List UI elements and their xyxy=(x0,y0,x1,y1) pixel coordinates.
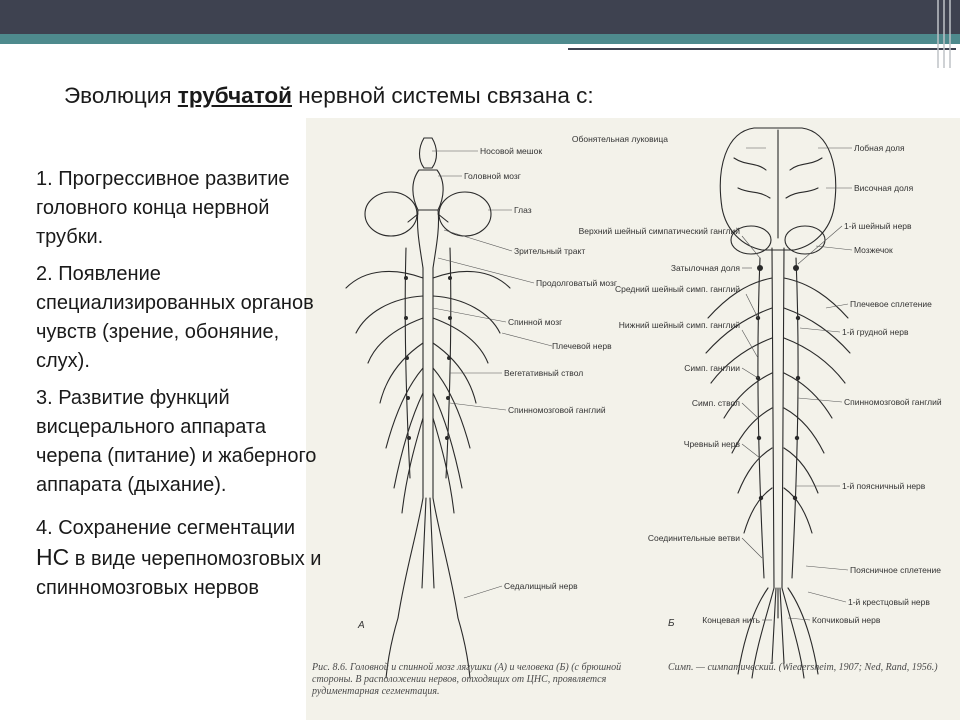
figure-a-letter: А xyxy=(357,620,365,631)
label-cerebellum: Мозжечок xyxy=(854,245,893,255)
label-first-cervical-nerve: 1-й шейный нерв xyxy=(844,221,912,231)
list-item-4-start: 4. Сохранение сегментации xyxy=(36,517,296,539)
label-medulla: Продолговатый мозг xyxy=(536,278,617,288)
label-brain: Головной мозг xyxy=(464,171,521,181)
label-spinal-ganglion: Спинномозговой ганглий xyxy=(508,405,606,415)
label-vegetative-trunk: Вегетативный ствол xyxy=(504,368,583,378)
title-emphasis: трубчатой xyxy=(177,83,292,108)
figure-caption-right: Симп. — симпатический. (Wiedersheim, 190… xyxy=(668,662,938,673)
label-spinal-ganglion-b: Спинномозговой ганглий xyxy=(844,397,942,407)
title-prefix: Эволюция xyxy=(64,83,178,108)
label-first-sacral-nerve: 1-й крестцовый нерв xyxy=(848,597,930,607)
list-item-1: 1. Прогрессивное развитие головного конц… xyxy=(36,168,290,248)
slide-title: Эволюция трубчатой нервной системы связа… xyxy=(64,83,594,109)
frog-labels: Носовой мешок Головной мозг Глаз Зритель… xyxy=(357,146,617,631)
label-filum-terminale: Концевая нить xyxy=(702,615,760,625)
label-optic-tract: Зрительный тракт xyxy=(514,246,585,256)
label-inferior-cervical-ganglion: Нижний шейный симп. ганглий xyxy=(619,320,740,330)
slide-corner-decoration xyxy=(937,0,951,68)
label-first-thoracic-nerve: 1-й грудной нерв xyxy=(842,327,909,337)
frog-leader-lines xyxy=(432,150,553,599)
list-item-3: 3. Развитие функций висцерального аппара… xyxy=(36,387,317,496)
label-coccygeal-nerve: Копчиковый нерв xyxy=(812,615,881,625)
label-nasal-sac: Носовой мешок xyxy=(480,146,542,156)
label-splanchnic-nerve: Чревный нерв xyxy=(684,439,741,449)
nervous-system-figure: Носовой мешок Головной мозг Глаз Зритель… xyxy=(345,127,942,679)
reasons-list: 1. Прогрессивное развитие головного конц… xyxy=(36,165,326,603)
accent-band xyxy=(0,34,960,44)
frog-nervous-system xyxy=(345,137,511,679)
label-brachial-plexus: Плечевое сплетение xyxy=(850,299,932,309)
figure-plate: Носовой мешок Головной мозг Глаз Зритель… xyxy=(306,118,960,720)
figure-b-letter: Б xyxy=(668,618,675,629)
label-superior-cervical-ganglion: Верхний шейный симпатический ганглий xyxy=(579,226,741,236)
label-first-lumbar-nerve: 1-й поясничный нерв xyxy=(842,481,926,491)
label-spinal-cord: Спинной мозг xyxy=(508,317,562,327)
list-item-4-abbr: НС xyxy=(36,544,70,570)
label-sciatic-nerve: Седалищный нерв xyxy=(504,581,578,591)
list-item-2: 2. Появление специализированных органов … xyxy=(36,263,314,372)
accent-line xyxy=(568,48,956,50)
label-communicating-branches: Соединительные ветви xyxy=(648,533,740,543)
label-eye: Глаз xyxy=(514,205,532,215)
title-suffix: нервной системы связана с: xyxy=(292,83,594,108)
list-item-4-end: в виде черепномозговых и спинномозговых … xyxy=(36,548,322,599)
human-nervous-system xyxy=(705,127,851,679)
label-occipital-lobe: Затылочная доля xyxy=(671,263,741,273)
label-symp-trunk: Симп. ствол xyxy=(692,398,740,408)
label-symp-ganglia: Симп. ганглии xyxy=(684,363,740,373)
figure-caption-left: Рис. 8.6. Головной и спинной мозг лягушк… xyxy=(312,662,622,697)
label-frontal-lobe: Лобная доля xyxy=(854,143,905,153)
label-temporal-lobe: Височная доля xyxy=(854,183,914,193)
human-labels-left: Обонятельная луковица Верхний шейный сим… xyxy=(572,134,761,625)
label-middle-cervical-ganglion: Средний шейный симп. ганглий xyxy=(615,284,740,294)
human-leader-lines xyxy=(741,147,853,621)
label-olfactory-bulb: Обонятельная луковица xyxy=(572,134,668,144)
label-brachial-nerve: Плечевой нерв xyxy=(552,341,612,351)
label-lumbar-plexus: Поясничное сплетение xyxy=(850,565,941,575)
list-item-4: 4. Сохранение сегментации НС в виде чере… xyxy=(36,514,326,603)
human-labels-right: Лобная доля Височная доля 1-й шейный нер… xyxy=(668,143,942,629)
top-bar xyxy=(0,0,960,34)
